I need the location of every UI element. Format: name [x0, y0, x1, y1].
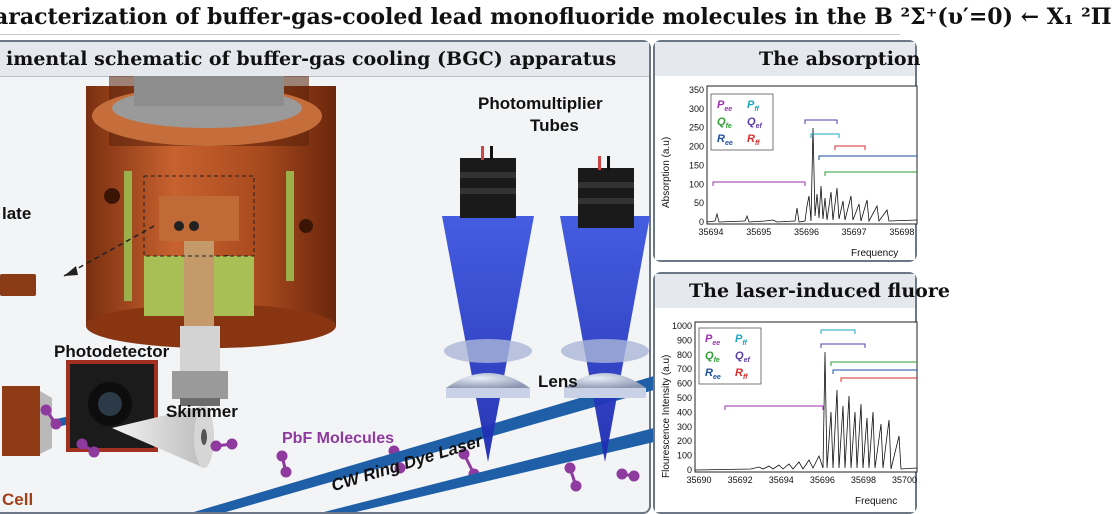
legend-entry-subscript: fe [714, 357, 720, 364]
branch-annotations [712, 119, 917, 186]
absorption-panel-title: The absorption [759, 48, 921, 70]
plate-piece [0, 274, 36, 296]
x-tick-label: 35696 [810, 475, 835, 485]
absorption-ylabel: Absorption (a.u) [661, 137, 672, 208]
lens-label: Lens [538, 372, 578, 391]
pmt-label-line1: Photomultiplier [478, 94, 603, 113]
lif-xlabel: Frequenc [855, 496, 897, 507]
legend-entry-subscript: ff [754, 106, 759, 113]
legend-entry-subscript: ff [743, 374, 748, 381]
absorption-panel: The absorption 0 50 100 150 200 250 300 350 356… [653, 40, 920, 262]
y-tick-label: 300 [689, 104, 704, 114]
laser-beams [194, 376, 654, 512]
y-tick-label: 300 [677, 422, 692, 432]
vacuum-chamber [86, 76, 336, 406]
x-tick-label: 35694 [769, 475, 794, 485]
absorption-xlabel: Frequency [851, 248, 898, 259]
y-tick-label: 800 [677, 350, 692, 360]
y-tick-label: 250 [689, 123, 704, 133]
skimmer-label: Skimmer [166, 402, 238, 421]
apparatus-panel: imental schematic of buffer-gas cooling … [0, 40, 654, 514]
x-tick-label: 35698 [851, 475, 876, 485]
figure-title-bar: aracterization of buffer-gas-cooled lead… [0, 0, 1112, 35]
lif-panel: The laser-induced fluore 0 100 200 300 400 50… [653, 272, 950, 514]
y-tick-label: 350 [689, 85, 704, 95]
pmt-right [560, 156, 650, 462]
y-tick-label: 100 [689, 179, 704, 189]
x-tick-label: 35690 [686, 475, 711, 485]
x-tick-label: 35692 [728, 475, 753, 485]
pmt-left [442, 146, 534, 462]
legend-entry-subscript: fe [726, 123, 732, 130]
lif-panel-header: The laser-induced fluore [655, 274, 950, 309]
y-tick-label: 1000 [672, 321, 692, 331]
skimmer [112, 406, 214, 468]
photodetector-label: Photodetector [54, 342, 170, 361]
y-tick-label: 100 [677, 451, 692, 461]
legend-entry-subscript: ee [712, 340, 720, 347]
lif-ylabel: Flourescence Intensity (a.u) [661, 355, 672, 478]
absorption-chart: 0 50 100 150 200 250 300 350 35694 35695 35696 356… [655, 76, 918, 260]
y-tick-label: 50 [694, 198, 704, 208]
x-tick-label: 35695 [746, 227, 771, 237]
absorption-spectrum-trace [706, 127, 918, 223]
pbf-molecules [40, 404, 640, 492]
y-tick-label: 600 [677, 379, 692, 389]
y-tick-label: 0 [699, 217, 704, 227]
x-tick-label: 35696 [794, 227, 819, 237]
legend-entry-subscript: ef [744, 357, 751, 364]
lif-panel-title: The laser-induced fluore [689, 280, 950, 302]
absorption-panel-header: The absorption [655, 42, 920, 77]
legend-entry-subscript: ef [756, 123, 763, 130]
y-tick-label: 700 [677, 364, 692, 374]
buffer-gas-cell [2, 386, 52, 456]
lif-branch-annotations [724, 329, 917, 410]
legend-entry-subscript: ee [724, 106, 732, 113]
y-tick-label: 0 [687, 465, 692, 475]
lif-spectrum-trace [694, 351, 918, 471]
plate-arrow [63, 225, 155, 277]
x-tick-label: 35694 [698, 227, 723, 237]
y-tick-label: 400 [677, 407, 692, 417]
y-tick-label: 150 [689, 160, 704, 170]
y-tick-label: 200 [677, 436, 692, 446]
x-tick-label: 35697 [842, 227, 867, 237]
plate-label: late [2, 204, 32, 223]
pbf-molecules-label: PbF Molecules [282, 430, 395, 447]
legend-entry-subscript: ff [755, 140, 760, 147]
x-tick-label: 35700 [892, 475, 917, 485]
legend-entry-subscript: ee [725, 140, 733, 147]
figure-title: aracterization of buffer-gas-cooled lead… [0, 4, 1112, 30]
apparatus-panel-header: imental schematic of buffer-gas cooling … [0, 42, 649, 77]
apparatus-illustration [0, 76, 654, 512]
x-tick-label: 35698 [889, 227, 914, 237]
legend-entry-subscript: ff [742, 340, 747, 347]
apparatus-panel-title: imental schematic of buffer-gas cooling … [6, 48, 617, 70]
legend-entry-subscript: ee [713, 374, 721, 381]
y-tick-label: 200 [689, 142, 704, 152]
y-tick-label: 500 [677, 393, 692, 403]
lif-chart: 0 100 200 300 400 500 600 700 800 900 1000 35690 35… [655, 308, 918, 512]
cell-label: Cell [2, 490, 34, 509]
pmt-label-line2: Tubes [530, 116, 579, 135]
y-tick-label: 900 [677, 335, 692, 345]
